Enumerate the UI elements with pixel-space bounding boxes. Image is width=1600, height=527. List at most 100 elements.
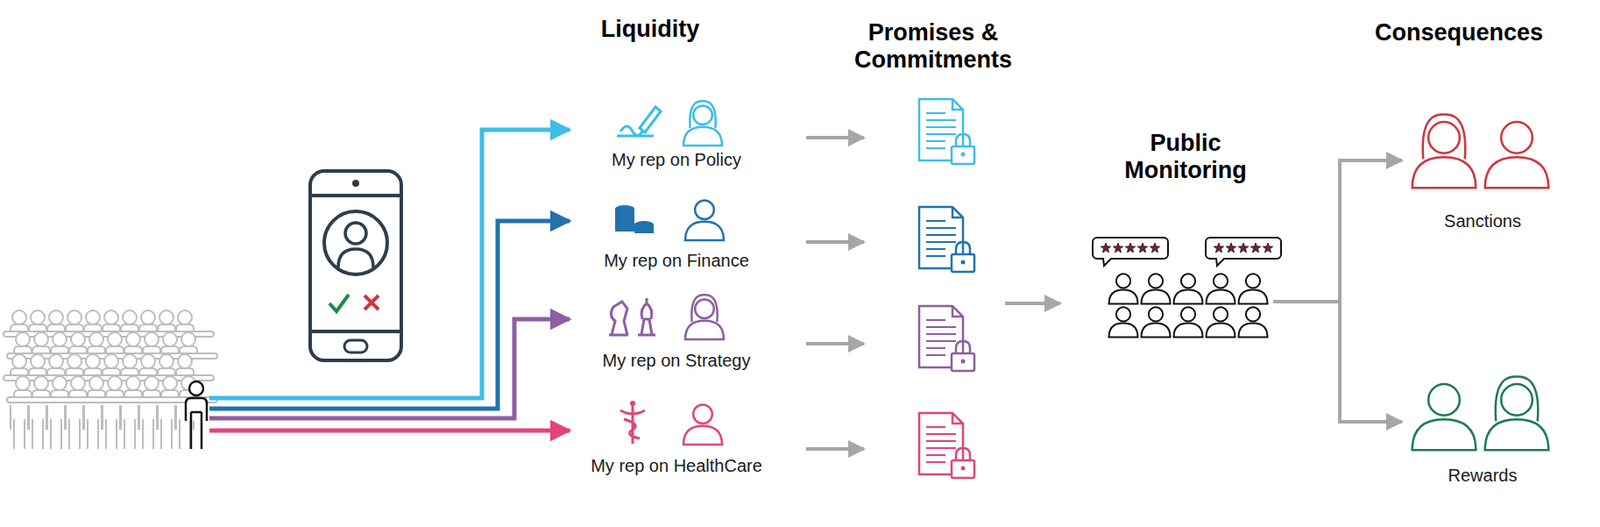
lock-body xyxy=(951,353,975,371)
delegation-line xyxy=(209,318,570,418)
person-icon xyxy=(683,100,723,146)
document-line xyxy=(926,240,956,243)
rating-star xyxy=(1149,242,1160,253)
avatar-body xyxy=(338,248,374,268)
commit-arrow xyxy=(806,446,864,451)
person-icon xyxy=(1141,273,1171,304)
person-head xyxy=(693,105,713,125)
coin-stack xyxy=(615,208,635,232)
phone-button xyxy=(344,339,368,353)
person-body xyxy=(1141,290,1171,305)
lock-body xyxy=(951,146,975,164)
crowd-legs xyxy=(157,404,176,449)
commit-arrow xyxy=(806,341,864,346)
person-body xyxy=(1485,156,1550,188)
document-line xyxy=(926,126,956,128)
document-icon xyxy=(919,206,975,272)
person-icon xyxy=(1485,375,1550,450)
rating-star xyxy=(1125,242,1135,253)
phone-bottom xyxy=(310,329,402,333)
crowd-head xyxy=(144,375,159,390)
commit-arrow xyxy=(806,240,864,244)
phone-camera xyxy=(352,179,360,187)
voter-figure xyxy=(185,381,207,449)
document-line xyxy=(926,339,956,342)
crowd-head xyxy=(122,310,137,325)
person-hair xyxy=(1423,113,1466,159)
crowd-head xyxy=(85,310,100,325)
consequence-box: Sanctions xyxy=(1401,119,1564,232)
crowd-head xyxy=(159,353,174,369)
person-icon xyxy=(1206,273,1236,304)
lock-hole xyxy=(961,466,966,471)
document-line xyxy=(926,325,956,328)
lock-body xyxy=(951,460,975,478)
rating-bubble xyxy=(1205,237,1282,266)
person-body xyxy=(1141,323,1171,338)
lock-body xyxy=(951,254,975,272)
column-heading: Promises & Commitments xyxy=(832,19,1034,74)
crowd-head xyxy=(34,375,49,390)
crowd-legs xyxy=(139,404,157,449)
person-icon xyxy=(685,199,724,241)
person-icon xyxy=(1485,121,1550,188)
bishop-icon xyxy=(637,297,656,335)
document-line xyxy=(926,425,946,428)
crowd xyxy=(3,310,218,449)
rating-bubble xyxy=(1092,237,1169,266)
document-line xyxy=(926,432,956,435)
crowd-head xyxy=(15,375,30,390)
document-line xyxy=(926,453,946,456)
coin-stack xyxy=(634,224,654,234)
phone-top xyxy=(310,193,402,198)
person-head xyxy=(1148,273,1163,288)
knight-icon xyxy=(608,301,629,335)
crowd-head xyxy=(70,375,85,390)
person-body xyxy=(1238,290,1268,305)
person-icon xyxy=(1174,306,1204,337)
crowd-head xyxy=(34,332,49,347)
crowd-head xyxy=(89,375,104,390)
node-label: My rep on Finance xyxy=(585,250,768,271)
person-body xyxy=(683,425,723,445)
document-line xyxy=(926,332,956,335)
person-hair xyxy=(691,294,717,322)
rating-star xyxy=(1213,242,1224,253)
person-head xyxy=(1116,306,1131,321)
crowd-head xyxy=(67,310,82,325)
document-line xyxy=(926,226,956,229)
crowd-head xyxy=(49,310,64,325)
rating-star xyxy=(1100,242,1111,253)
person-icon xyxy=(1141,306,1171,337)
crowd-legs xyxy=(65,404,84,449)
crowd-head xyxy=(104,310,119,325)
crowd-head xyxy=(12,353,27,369)
delegation-line xyxy=(209,428,570,433)
document-line xyxy=(926,318,946,321)
crowd-head xyxy=(141,353,156,369)
avatar-head xyxy=(345,222,367,244)
person-body xyxy=(1412,418,1477,450)
person-hair xyxy=(1495,375,1539,421)
crowd-head xyxy=(12,310,27,325)
crowd-head xyxy=(177,353,192,369)
crowd-head xyxy=(104,353,119,369)
branch-arrow xyxy=(1273,301,1402,422)
person-body xyxy=(1206,323,1236,338)
monitoring-group: Public Monitoring xyxy=(1097,129,1274,338)
rating-star xyxy=(1238,242,1248,253)
document-line xyxy=(926,233,956,236)
person-icon xyxy=(1238,306,1268,337)
person-body xyxy=(683,127,723,146)
crowd-head xyxy=(162,375,177,390)
document-line xyxy=(926,460,946,463)
person-icon xyxy=(1412,113,1477,188)
person-icon xyxy=(1174,273,1204,304)
rep-box: My rep on Finance xyxy=(580,199,773,271)
document-line xyxy=(926,219,946,222)
document-line xyxy=(926,147,946,149)
document-fold xyxy=(952,206,963,218)
crowd-head xyxy=(126,375,141,390)
crowd-head xyxy=(107,332,122,347)
